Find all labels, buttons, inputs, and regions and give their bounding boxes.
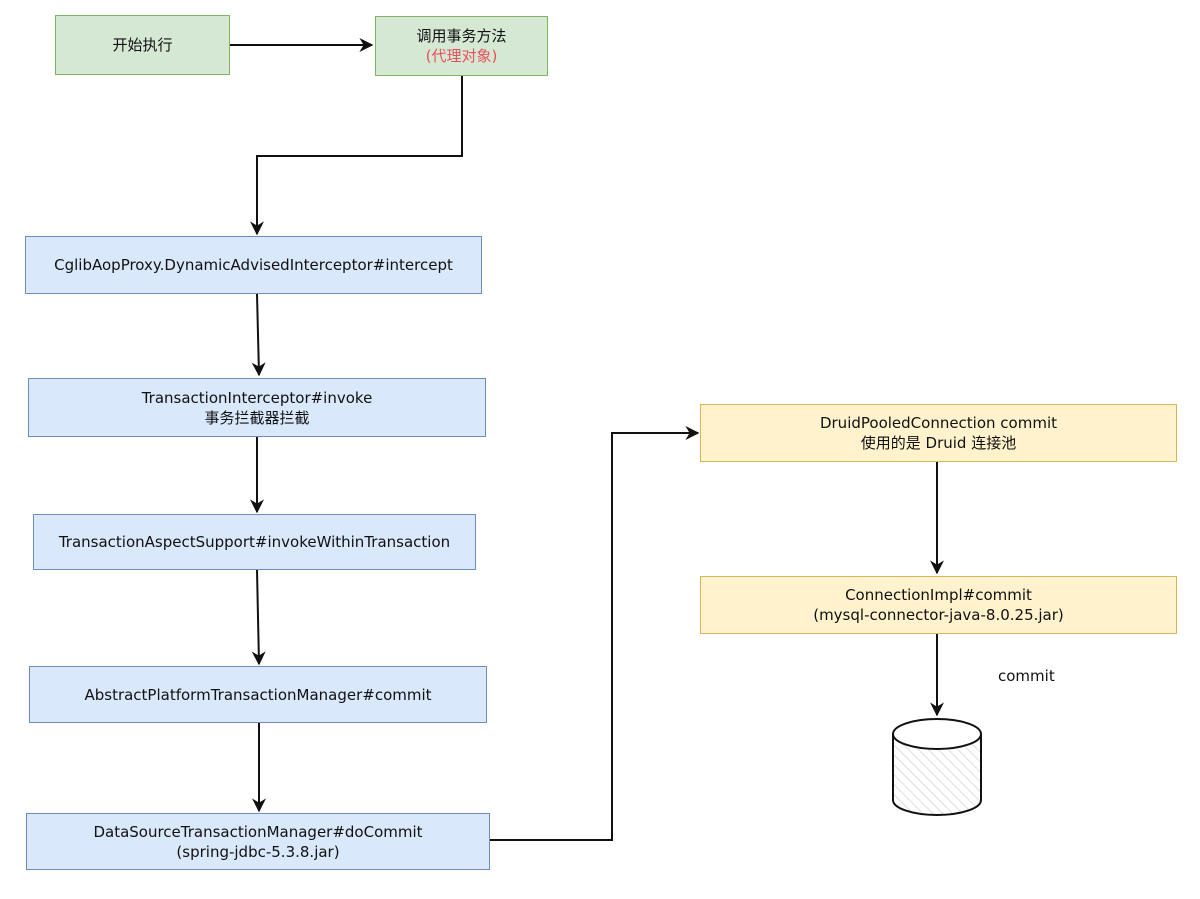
start-node-label: 开始执行 (112, 36, 173, 54)
arrow-dsmgr-to-druid (490, 426, 700, 841)
connimpl-node-label: ConnectionImpl#commit (845, 586, 1032, 604)
cglib-node-label: CglibAopProxy.DynamicAdvisedInterceptor#… (54, 256, 453, 274)
call-node-proxy-note: (代理对象) (425, 47, 498, 65)
connimpl-node-jar: (mysql-connector-java-8.0.25.jar) (813, 606, 1064, 624)
arrow-cglib-to-interceptor (251, 293, 266, 377)
transaction-aspect-support-node[interactable]: TransactionAspectSupport#invokeWithinTra… (33, 514, 476, 570)
cglib-intercept-node[interactable]: CglibAopProxy.DynamicAdvisedInterceptor#… (25, 236, 482, 294)
arrow-call-to-cglib (250, 76, 463, 236)
ds-mgr-node-jar: (spring-jdbc-5.3.8.jar) (176, 842, 340, 861)
arrow-aspect-to-abstract (251, 569, 266, 666)
druid-node-label: DruidPooledConnection commit (819, 414, 1058, 432)
commit-edge-label: commit (998, 667, 1055, 685)
database-cylinder-icon (892, 718, 982, 816)
call-transaction-method-node[interactable]: 调用事务方法 (代理对象) (375, 16, 548, 76)
interceptor-node-label: TransactionInterceptor#invoke (141, 388, 373, 407)
abstract-mgr-node-label: AbstractPlatformTransactionManager#commi… (84, 685, 432, 704)
interceptor-node-note: 事务拦截器拦截 (204, 408, 310, 427)
datasource-transaction-manager-node[interactable]: DataSourceTransactionManager#doCommit (s… (26, 813, 490, 870)
druid-node-note: 使用的是 Druid 连接池 (860, 434, 1017, 452)
call-node-label: 调用事务方法 (416, 27, 507, 45)
aspect-node-label: TransactionAspectSupport#invokeWithinTra… (58, 533, 451, 551)
start-node[interactable]: 开始执行 (55, 15, 230, 75)
ds-mgr-node-label: DataSourceTransactionManager#doCommit (93, 822, 423, 841)
abstract-transaction-manager-node[interactable]: AbstractPlatformTransactionManager#commi… (29, 666, 487, 723)
transaction-interceptor-node[interactable]: TransactionInterceptor#invoke 事务拦截器拦截 (28, 378, 486, 437)
connection-impl-node[interactable]: ConnectionImpl#commit (mysql-connector-j… (700, 576, 1177, 634)
druid-pooled-connection-node[interactable]: DruidPooledConnection commit 使用的是 Druid … (700, 404, 1177, 462)
